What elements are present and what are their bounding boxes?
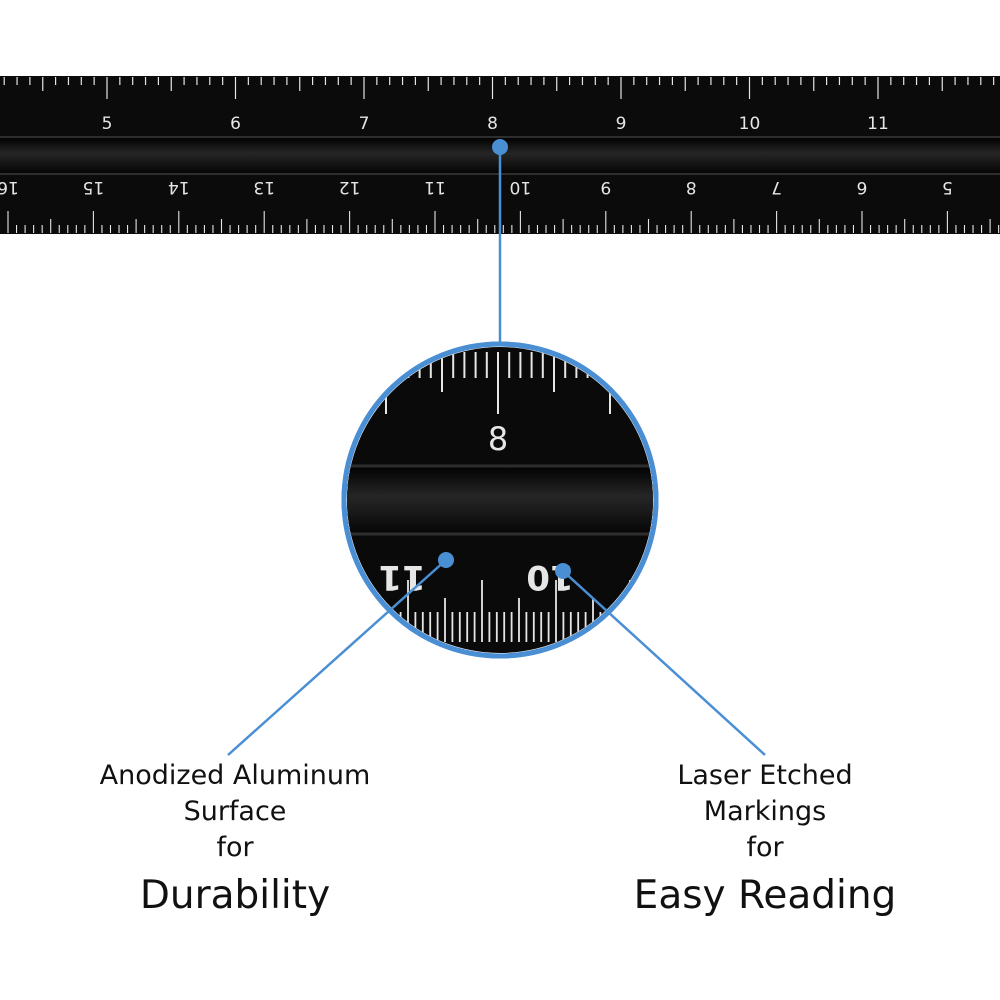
caption-emphasis: Durability xyxy=(139,873,331,918)
scale-number: 12 xyxy=(339,177,361,197)
callout-line-durability xyxy=(227,559,447,756)
scale-number: 8 xyxy=(487,114,498,134)
scale-number: 7 xyxy=(771,177,782,197)
caption-line: Anodized Aluminum xyxy=(99,760,371,791)
scale-number: 9 xyxy=(600,177,611,197)
scale-number: 5 xyxy=(102,114,113,134)
scale-number: 11 xyxy=(867,114,889,134)
scale-number: 16 xyxy=(0,177,19,197)
magnifier-ring-outline xyxy=(341,341,659,659)
scale-number: 9 xyxy=(616,114,627,134)
callout-dot-durability xyxy=(438,552,454,568)
callout-line-easy-reading xyxy=(562,570,766,756)
magnifier-groove xyxy=(347,465,653,535)
magnifier-bottom-number: 11 xyxy=(378,557,425,597)
scale-number: 11 xyxy=(424,177,446,197)
caption-emphasis: Easy Reading xyxy=(633,873,897,918)
scale-number: 13 xyxy=(253,177,275,197)
scale-number: 14 xyxy=(168,177,190,197)
caption-easy-reading: Laser Etched Markings for Easy Reading xyxy=(590,758,940,920)
caption-durability: Anodized Aluminum Surface for Durability xyxy=(60,758,410,920)
caption-line: for xyxy=(746,832,784,863)
scale-number: 10 xyxy=(739,114,761,134)
scale-number: 6 xyxy=(230,114,241,134)
top-scale-ticks xyxy=(3,77,995,99)
bottom-scale-numbers: 16 15 14 13 12 11 10 9 8 7 6 5 xyxy=(0,177,953,197)
scale-number: 8 xyxy=(686,177,697,197)
caption-line: Markings xyxy=(703,796,827,827)
magnifier-top-number: 8 xyxy=(488,420,508,458)
scale-number: 10 xyxy=(510,177,532,197)
scale-number: 15 xyxy=(83,177,105,197)
scale-number: 7 xyxy=(359,114,370,134)
scale-number: 6 xyxy=(857,177,868,197)
magnifier: 8 11 10 xyxy=(341,341,659,659)
scale-number: 5 xyxy=(942,177,953,197)
caption-line: for xyxy=(216,832,254,863)
callout-dot-easy-reading xyxy=(555,563,571,579)
caption-line: Surface xyxy=(183,796,287,827)
callout-dot-ruler xyxy=(492,139,508,155)
bottom-scale-ticks xyxy=(0,211,1000,233)
caption-line: Laser Etched xyxy=(677,760,853,791)
